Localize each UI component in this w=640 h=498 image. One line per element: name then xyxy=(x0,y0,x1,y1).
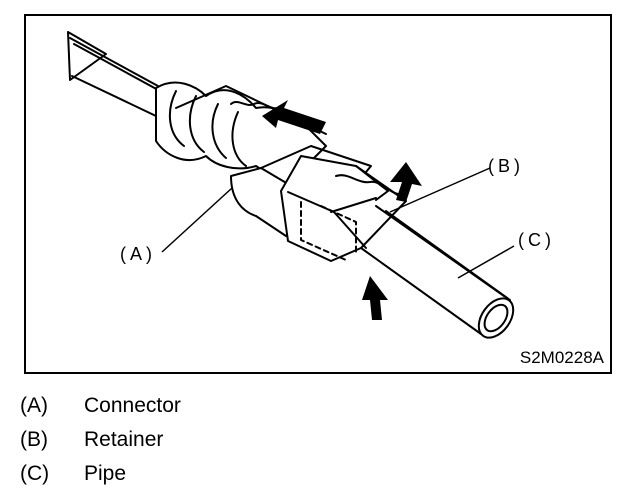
figure-code: S2M0228A xyxy=(519,348,604,367)
left-pipe xyxy=(67,31,161,117)
legend-label: Connector xyxy=(84,394,181,417)
press-up-arrow-icon xyxy=(362,276,388,320)
legend-key: (B) xyxy=(20,428,48,451)
push-arrow-icon xyxy=(262,100,326,134)
retainer xyxy=(280,155,407,262)
leader-line-c xyxy=(457,245,515,279)
pipe-connector-illustration xyxy=(67,31,515,339)
diagram-frame: (A) (B) (C) S2M0228A xyxy=(24,14,612,374)
callout-c: (C) xyxy=(518,230,555,250)
legend-key: (A) xyxy=(20,394,48,417)
leader-line-b xyxy=(389,167,491,213)
press-down-arrow-icon xyxy=(390,162,422,202)
legend-key: (C) xyxy=(20,462,50,485)
callout-b: (B) xyxy=(488,156,524,176)
leader-line-a xyxy=(161,187,233,253)
right-pipe xyxy=(360,205,515,339)
legend-label: Pipe xyxy=(84,462,127,485)
callout-a: (A) xyxy=(120,244,156,264)
legend-label: Retainer xyxy=(84,428,164,451)
